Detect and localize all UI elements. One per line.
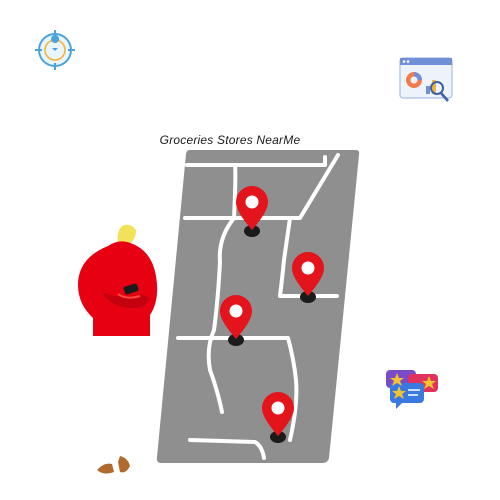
map-pin[interactable] bbox=[236, 186, 268, 237]
location-target-icon bbox=[35, 30, 75, 70]
map-plate bbox=[156, 150, 360, 463]
map-title: Groceries Stores NearMe bbox=[159, 133, 301, 147]
shoes-illustration bbox=[97, 456, 130, 474]
map-pin[interactable] bbox=[262, 392, 294, 443]
analytics-dashboard-icon bbox=[399, 57, 453, 102]
review-chat-icon bbox=[386, 370, 438, 409]
map-pin[interactable] bbox=[220, 295, 252, 346]
person-illustration bbox=[78, 224, 158, 336]
map-pin[interactable] bbox=[292, 252, 324, 303]
